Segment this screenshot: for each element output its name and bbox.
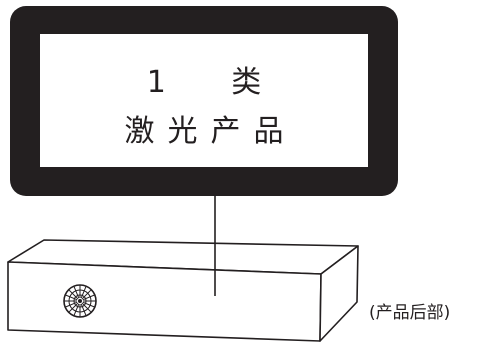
- circular-vent-grille-icon: [63, 284, 97, 318]
- vent-spoke: [80, 286, 87, 299]
- vent-spoke: [68, 289, 79, 300]
- vent-spoke: [65, 294, 78, 301]
- device-side-face: [319, 245, 359, 342]
- laser-class-label: 1 类 激光产品: [10, 6, 398, 196]
- vent-spoke: [80, 303, 87, 316]
- vent-spoke: [73, 303, 80, 316]
- vent-spoke: [81, 302, 92, 313]
- label-text-area: 1 类 激光产品: [40, 34, 368, 167]
- vent-spoke: [65, 301, 78, 308]
- laser-product-text: 激光产品: [124, 114, 297, 149]
- vent-spoke: [82, 301, 95, 308]
- vent-spoke: [81, 289, 92, 300]
- vent-spoke: [68, 302, 79, 313]
- rear-of-product-caption: (产品后部): [369, 303, 451, 323]
- laser-class-text: 1 类: [146, 65, 290, 100]
- device-front-face: [7, 261, 322, 342]
- vent-spoke: [82, 294, 95, 301]
- vent-spoke: [73, 286, 80, 299]
